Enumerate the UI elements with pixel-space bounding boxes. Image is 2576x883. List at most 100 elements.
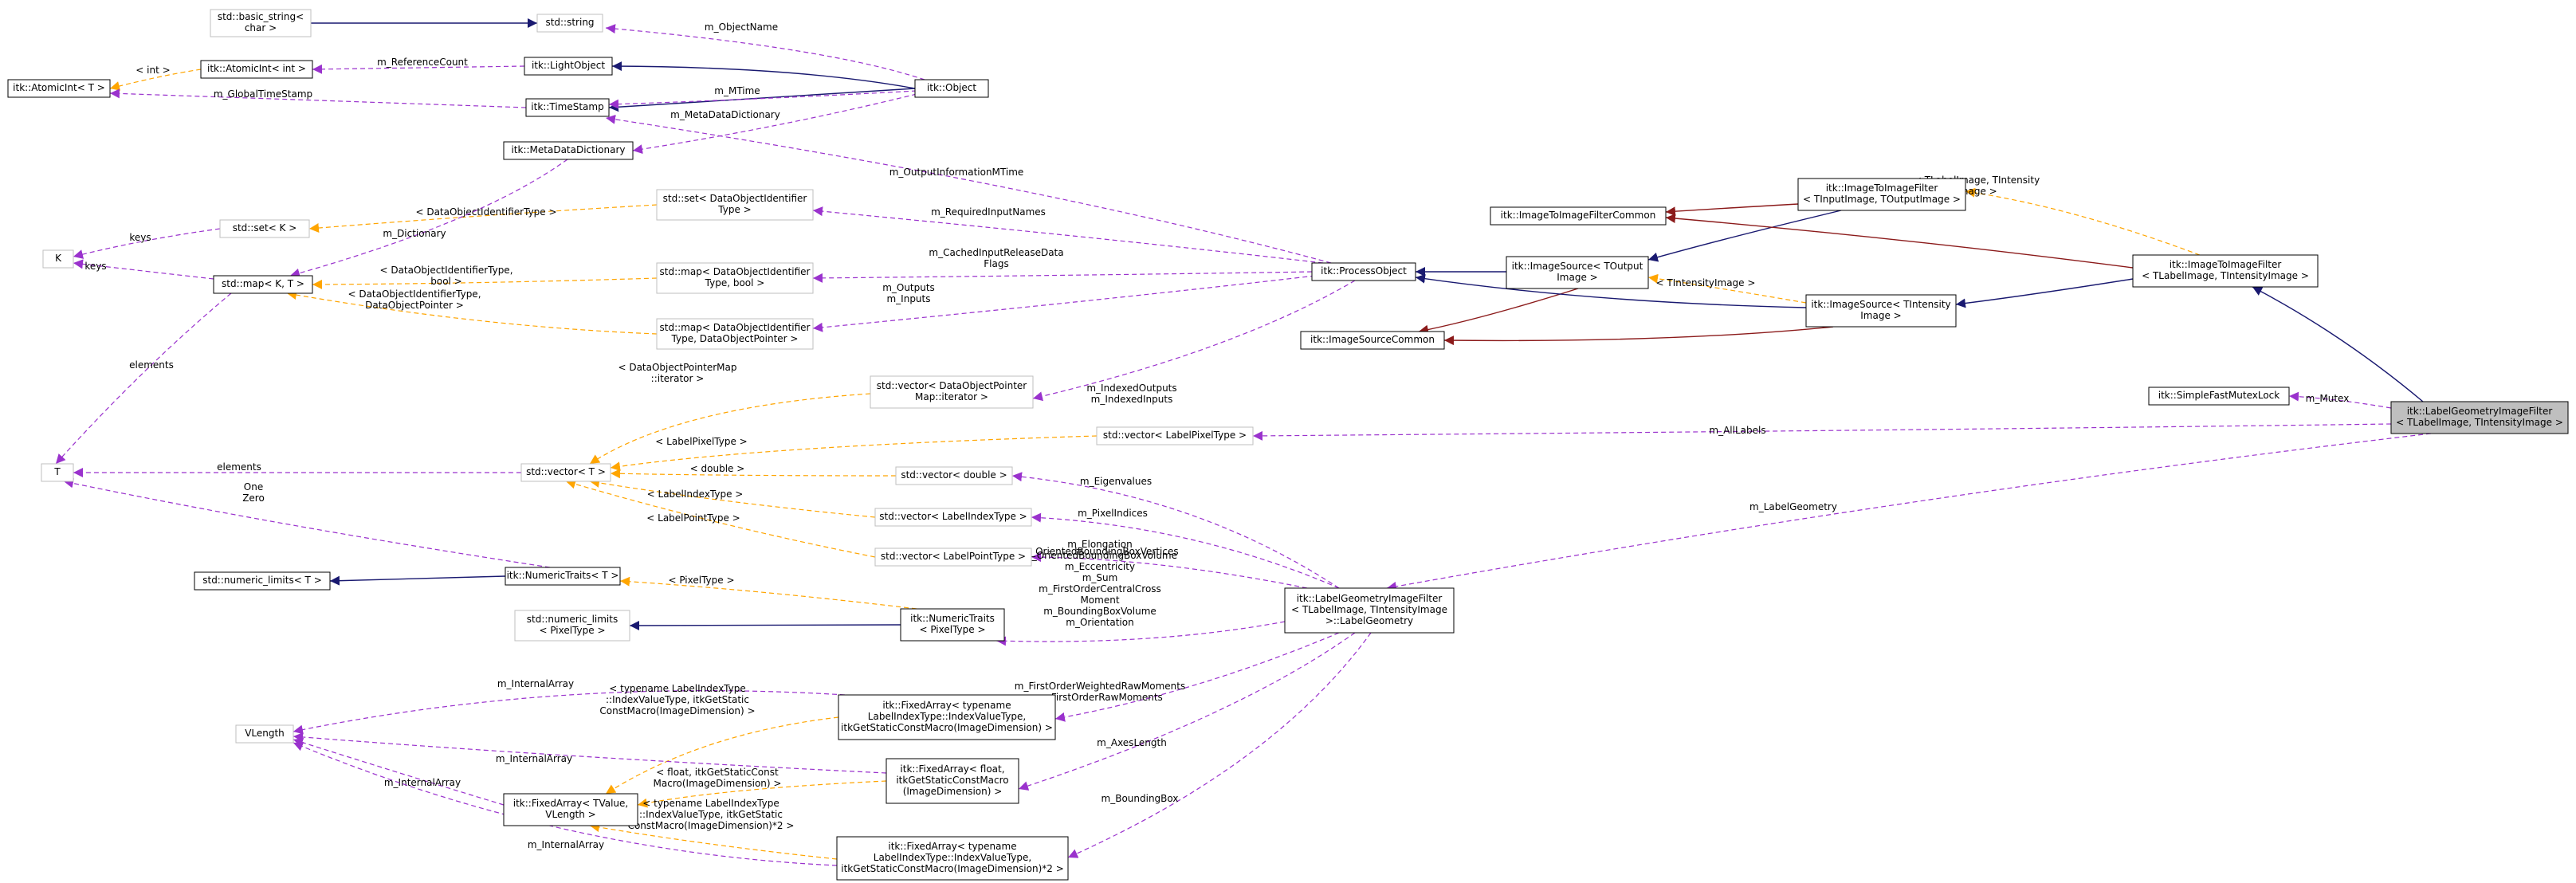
- edge-label-text: keys: [129, 232, 151, 243]
- node-i2i-tlabel[interactable]: itk::ImageToImageFilter< TLabelImage, TI…: [2132, 254, 2319, 288]
- node-vector-t[interactable]: std::vector< T >: [520, 463, 611, 482]
- node-atomicint-t[interactable]: itk::AtomicInt< T >: [7, 79, 111, 98]
- edge-usage-14: [73, 259, 214, 280]
- node-label: itk::ImageToImageFilter: [1826, 182, 1938, 194]
- node-label: itk::TimeStamp: [531, 101, 603, 112]
- edge-label-doi-type: < DataObjectIdentifierType >: [415, 206, 556, 218]
- node-imagesource-tint[interactable]: itk::ImageSource< TIntensityImage >: [1805, 294, 1957, 328]
- edge-label-text: m_Sum: [1082, 572, 1118, 583]
- node-k[interactable]: K: [42, 249, 74, 269]
- edge-label-text: m_Orientation: [1066, 617, 1133, 628]
- edge-label-text: ::iterator >: [651, 373, 705, 384]
- edge-label-float-static: < float, itkGetStaticConstMacro(ImageDim…: [654, 767, 782, 789]
- edge-usage-51: [1054, 632, 1340, 722]
- node-metadatadictionary[interactable]: itk::MetaDataDictionary: [503, 141, 634, 160]
- node-label: < PixelType >: [539, 625, 605, 636]
- node-map-kt[interactable]: std::map< K, T >: [213, 275, 313, 294]
- edge-private-inheritance-23: [1443, 326, 1834, 346]
- edge-usage-9: [605, 114, 1332, 264]
- node-box: [536, 14, 603, 33]
- edge-inheritance-2: [611, 61, 916, 89]
- node-i2i-tin-tout[interactable]: itk::ImageToImageFilter< TInputImage, TO…: [1797, 178, 1966, 211]
- edge-usage-16: [812, 271, 1313, 283]
- node-i2i-common[interactable]: itk::ImageToImageFilterCommon: [1490, 206, 1667, 226]
- node-label: K: [55, 253, 62, 264]
- node-label: (ImageDimension) >: [903, 786, 1003, 797]
- node-box: [505, 567, 621, 586]
- node-timestamp[interactable]: itk::TimeStamp: [525, 98, 610, 117]
- node-lightobject[interactable]: itk::LightObject: [524, 57, 613, 76]
- node-imagesourcecommon[interactable]: itk::ImageSourceCommon: [1300, 331, 1445, 350]
- node-label: std::map< K, T >: [222, 278, 304, 289]
- edge-label-text: m_MetaDataDictionary: [670, 109, 780, 120]
- node-box: [41, 463, 74, 482]
- node-label: itk::LabelGeometryImageFilter: [2407, 406, 2553, 417]
- edge-private-inheritance-27: [1665, 214, 2134, 269]
- node-lgif[interactable]: itk::LabelGeometryImageFilter< TLabelIma…: [2390, 401, 2569, 434]
- node-vector-lit[interactable]: std::vector< LabelIndexType >: [874, 508, 1032, 527]
- edge-label-text: m_InternalArray: [496, 753, 572, 764]
- node-vector-dopmap[interactable]: std::vector< DataObjectPointerMap::itera…: [870, 375, 1034, 409]
- edge-label-meta-data-dictionary: m_MetaDataDictionary: [670, 109, 780, 120]
- edge-label-text: < DataObjectIdentifierType,: [348, 288, 481, 300]
- node-label: itk::FixedArray< float,: [900, 763, 1004, 775]
- node-box: [2132, 254, 2319, 288]
- node-box: [200, 60, 313, 79]
- node-map-doi-bool[interactable]: std::map< DataObjectIdentifierType, bool…: [656, 262, 814, 294]
- node-numeric-limits-pt[interactable]: std::numeric_limits< PixelType >: [514, 610, 630, 642]
- edge-usage-48: [995, 621, 1286, 646]
- node-fixedarray-lit2[interactable]: itk::FixedArray< typenameLabelIndexType:…: [836, 836, 1069, 881]
- node-set-doi[interactable]: std::set< DataObjectIdentifierType >: [656, 189, 814, 221]
- edge-usage-37: [63, 478, 551, 568]
- node-label: itk::ImageToImageFilterCommon: [1501, 210, 1656, 221]
- node-string[interactable]: std::string: [536, 14, 603, 33]
- node-fixedarray-lit[interactable]: itk::FixedArray< typenameLabelIndexType:…: [838, 694, 1056, 740]
- node-set-k[interactable]: std::set< K >: [219, 219, 310, 238]
- node-vector-lpt[interactable]: std::vector< LabelPixelType >: [1096, 426, 1254, 445]
- edge-usage-52: [293, 732, 887, 774]
- node-fixedarray-float[interactable]: itk::FixedArray< float,itkGetStaticConst…: [886, 758, 1019, 804]
- edge-label-text: < float, itkGetStaticConst: [656, 767, 779, 778]
- node-t[interactable]: T: [41, 463, 74, 482]
- edge-label-text: m_MTime: [714, 85, 760, 96]
- node-label: std::vector< LabelPixelType >: [1103, 430, 1247, 441]
- node-fixedarray-tv[interactable]: itk::FixedArray< TValue,VLength >: [503, 793, 638, 826]
- node-label: std::vector< T >: [526, 466, 606, 477]
- node-label: itk::NumericTraits: [910, 613, 995, 624]
- node-object[interactable]: itk::Object: [914, 79, 989, 98]
- node-basic-string[interactable]: std::basic_string<char >: [210, 9, 312, 37]
- edge-label-mutex: m_Mutex: [2306, 393, 2350, 404]
- node-map-doi-dop[interactable]: std::map< DataObjectIdentifierType, Data…: [656, 318, 814, 350]
- node-atomicint-int[interactable]: itk::AtomicInt< int >: [200, 60, 313, 79]
- node-label: itkGetStaticConstMacro: [896, 775, 1008, 786]
- node-vector-double[interactable]: std::vector< double >: [895, 466, 1013, 485]
- node-vector-lpoint[interactable]: std::vector< LabelPointType >: [874, 547, 1032, 567]
- node-label: < PixelType >: [919, 624, 985, 635]
- node-numerictraits-t[interactable]: itk::NumericTraits< T >: [505, 567, 621, 586]
- edge-template-42: [565, 479, 876, 558]
- node-numeric-limits-t[interactable]: std::numeric_limits< T >: [194, 571, 331, 591]
- edge-label-typename-lit: < typename LabelIndexType::IndexValueTyp…: [599, 683, 755, 716]
- node-lgif-lg[interactable]: itk::LabelGeometryImageFilter< TLabelIma…: [1284, 587, 1455, 634]
- node-box: [514, 610, 630, 642]
- edge-template-56: [589, 822, 838, 860]
- node-processobject[interactable]: itk::ProcessObject: [1311, 262, 1416, 281]
- edge-label-text: Macro(ImageDimension) >: [654, 778, 782, 789]
- edge-label-text: < DataObjectIdentifierType,: [379, 265, 512, 276]
- node-imagesource-tout[interactable]: itk::ImageSource< TOutputImage >: [1506, 256, 1649, 289]
- node-label: LabelIndexType::IndexValueType,: [868, 711, 1026, 722]
- edge-label-text: < LabelPointType >: [646, 512, 740, 524]
- edge-usage-1: [605, 24, 925, 80]
- edge-label-text: ConstMacro(ImageDimension)*2 >: [628, 820, 795, 831]
- node-numerictraits-pt[interactable]: itk::NumericTraits< PixelType >: [900, 608, 1005, 642]
- edge-label-keys1: keys: [129, 232, 151, 243]
- edge-private-inheritance-21: [1418, 288, 1579, 335]
- edge-inheritance-28: [1955, 278, 2134, 308]
- node-vlength[interactable]: VLength: [235, 724, 294, 744]
- node-mutex[interactable]: itk::SimpleFastMutexLock: [2148, 387, 2290, 406]
- node-box: [836, 836, 1069, 881]
- edge-usage-57: [1067, 632, 1372, 858]
- node-box: [1096, 426, 1254, 445]
- node-box: [656, 318, 814, 350]
